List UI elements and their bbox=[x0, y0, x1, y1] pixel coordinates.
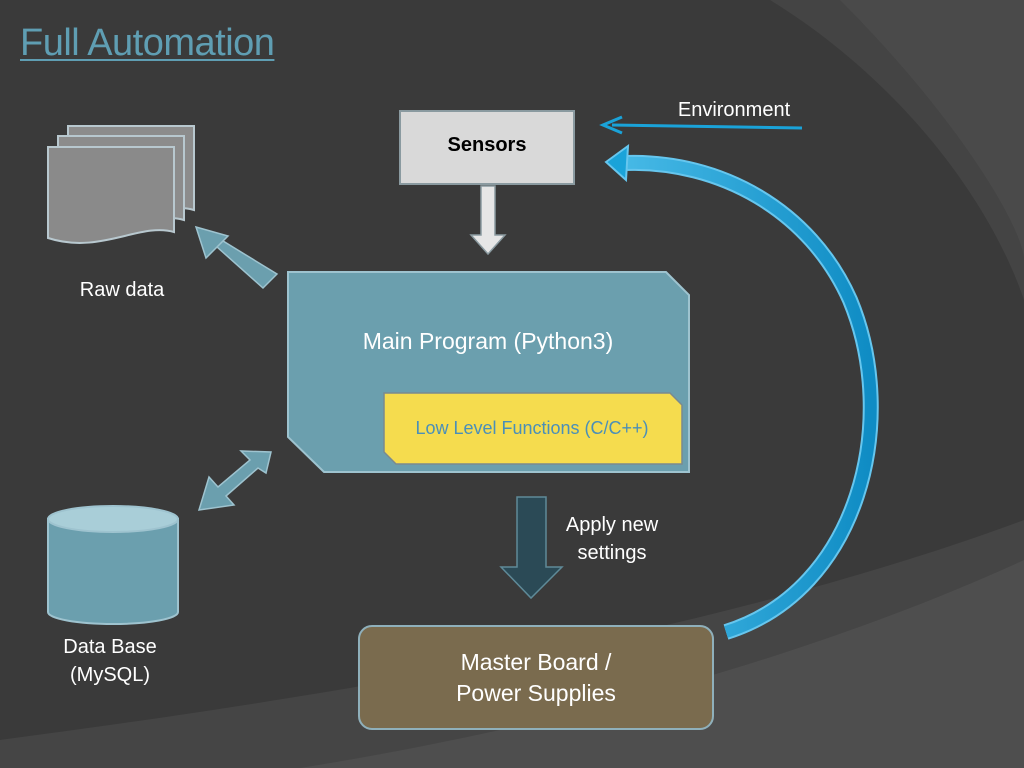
apply-settings-line1: Apply new bbox=[565, 514, 659, 536]
raw-data-icon bbox=[47, 125, 195, 244]
sensors-label: Sensors bbox=[447, 134, 527, 156]
feedback-curved-arrow bbox=[604, 143, 879, 640]
low-level-functions-box bbox=[383, 392, 683, 465]
sensors-box: Sensors bbox=[399, 110, 575, 185]
database-cylinder-icon bbox=[47, 505, 179, 625]
apply-settings-line2: settings bbox=[577, 542, 647, 564]
environment-label: Environment bbox=[677, 99, 791, 121]
page-title: Full Automation bbox=[20, 22, 275, 64]
database-label-line1: Data Base bbox=[63, 636, 157, 658]
arrow-to-raw-data bbox=[194, 225, 279, 290]
master-board-line2: Power Supplies bbox=[456, 679, 616, 706]
raw-data-label: Raw data bbox=[79, 279, 165, 301]
background-swoosh bbox=[300, 560, 1024, 768]
master-board-line1: Master Board / bbox=[460, 648, 612, 675]
master-board-box: Master Board / Power Supplies bbox=[358, 625, 714, 730]
low-level-functions-label: Low Level Functions (C/C++) bbox=[415, 418, 649, 438]
database-label: Data Base (MySQL) bbox=[40, 633, 180, 689]
environment-arrow bbox=[599, 115, 803, 135]
arrow-main-to-database bbox=[197, 450, 272, 511]
apply-settings-label: Apply new settings bbox=[548, 511, 676, 567]
arrow-apply-settings bbox=[499, 496, 564, 600]
background-swoosh bbox=[840, 0, 1024, 260]
main-program-label: Main Program (Python3) bbox=[362, 328, 614, 354]
arrow-sensors-to-main bbox=[469, 185, 507, 256]
database-label-line2: (MySQL) bbox=[70, 664, 150, 686]
